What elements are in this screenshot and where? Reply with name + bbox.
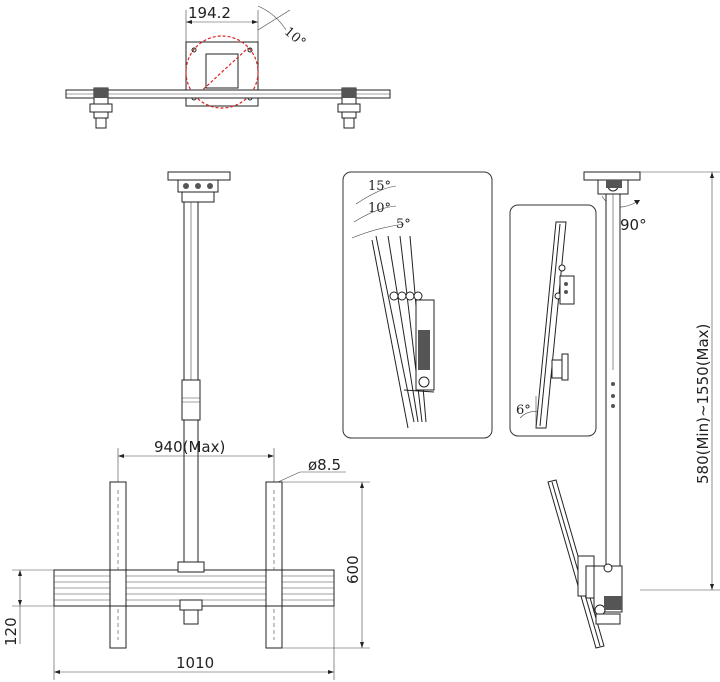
front-view: 940(Max) ø8.5 600 (2, 171, 370, 680)
tilt-angle-5-label: 5° (396, 217, 411, 232)
height-label: 600 (344, 555, 362, 584)
top-view: 194.2 10° (65, 4, 391, 129)
max-width-label: 940(Max) (154, 438, 225, 456)
hole-diameter-label: ø8.5 (308, 456, 341, 474)
bar-height-label: 120 (2, 617, 20, 646)
total-width-label: 1010 (176, 654, 214, 672)
tilt-detail-panel: 15° 10° 5° (342, 171, 493, 439)
rotation-label: 90° (620, 216, 647, 234)
top-width-label: 194.2 (188, 4, 231, 22)
height-range-label: 580(Min)~1550(Max) (694, 324, 712, 484)
side-detail-panel: 6° (509, 204, 597, 437)
tilt-angle-15-label: 15° (368, 179, 391, 194)
side-view: 90° 580(Min)~1550(Max) (547, 171, 720, 649)
tilt-angle-10-label: 10° (368, 201, 391, 216)
side-angle-label: 6° (516, 403, 531, 418)
